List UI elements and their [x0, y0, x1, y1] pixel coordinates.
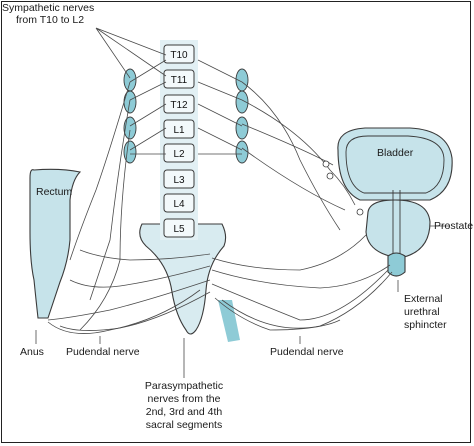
vertebra-l2: L2 — [163, 143, 195, 163]
prostate-label: Prostate — [434, 220, 474, 232]
pudendal-nerve-left-label: Pudendal nerve — [66, 346, 140, 358]
bladder-shape — [337, 127, 453, 201]
left-sympathetic-ganglion — [123, 116, 137, 140]
left-sympathetic-ganglion — [123, 140, 137, 164]
nerve-paths — [35, 27, 450, 378]
vertebra-t12: T12 — [163, 94, 195, 114]
vertebra-l5: L5 — [163, 218, 195, 238]
vertebra-t10: T10 — [163, 44, 195, 64]
sympathetic-label-line-1: Sympathetic nerves — [2, 2, 95, 14]
vertebra-label: T10 — [170, 50, 188, 61]
vertebra-label: L1 — [173, 125, 185, 136]
parasympathetic-label-line-4: sacral segments — [145, 419, 223, 431]
parasympathetic-label-line-1: Parasympathetic — [144, 380, 224, 392]
vertebra-l1: L1 — [163, 119, 195, 139]
parasympathetic-label-line-2: nerves from the — [147, 393, 221, 405]
vertebra-label: L5 — [173, 224, 185, 235]
anus-label: Anus — [20, 346, 44, 358]
vertebra-label: L2 — [173, 149, 185, 160]
sacrum-shape — [139, 223, 227, 335]
vertebra-label: T11 — [171, 75, 188, 86]
external-sphincter-label-3: sphincter — [404, 319, 447, 331]
vertebra-t11: T11 — [163, 69, 195, 89]
bladder-label: Bladder — [377, 147, 414, 159]
rectum-shape — [29, 168, 82, 319]
sympathetic-label-line-2: from T10 to L2 — [16, 14, 85, 26]
vertebra-label: L3 — [173, 175, 185, 186]
external-sphincter-shape — [387, 252, 406, 277]
coccyx-strip — [218, 300, 240, 342]
right-sympathetic-ganglion — [235, 116, 249, 140]
prostate-shape — [365, 199, 431, 259]
right-sympathetic-ganglion — [235, 140, 249, 164]
parasympathetic-label-line-3: 2nd, 3rd and 4th — [145, 406, 223, 418]
vertebra-l3: L3 — [163, 169, 195, 189]
rectum-label: Rectum — [36, 186, 73, 198]
bladder-inner-wall — [345, 135, 445, 194]
ganglia-group — [123, 68, 249, 164]
pudendal-nerve-right-label: Pudendal nerve — [270, 346, 344, 358]
external-sphincter-label-1: External — [404, 293, 443, 305]
vertebra-label: L4 — [173, 199, 185, 210]
vertebra-l4: L4 — [163, 193, 195, 213]
vertebra-label: T12 — [170, 100, 188, 111]
external-sphincter-label-2: urethral — [404, 306, 440, 318]
right-sympathetic-ganglion — [235, 90, 249, 114]
